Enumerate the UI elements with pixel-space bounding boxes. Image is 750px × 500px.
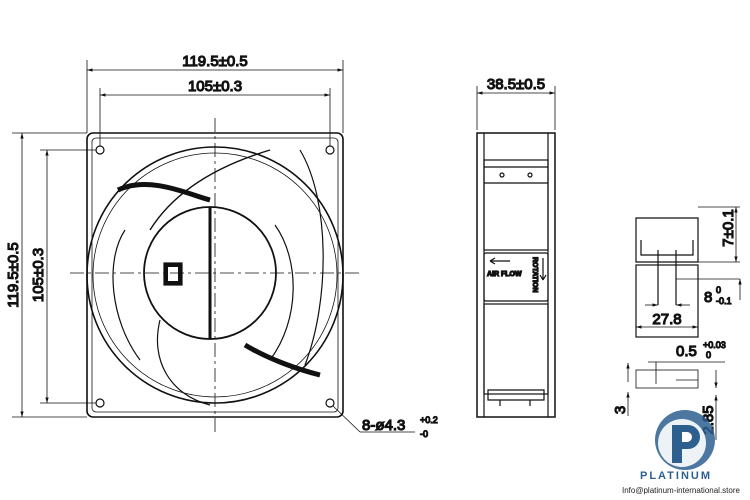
mounting-holes-tol-lower: -0 [420, 429, 428, 439]
thickness-dim: 0.5 [676, 343, 697, 360]
terminal-height-dim: 7±0.1 [720, 209, 737, 246]
platinum-logo [655, 410, 715, 470]
depth-dim: 38.5±0.5 [487, 76, 545, 93]
hole-pitch-height-dim: 105±0.3 [30, 248, 47, 302]
air-flow-label: AIR FLOW [487, 271, 522, 278]
overall-height-dim: 119.5±0.5 [5, 242, 22, 308]
rotation-label: ROTATION [531, 257, 538, 293]
thickness-tol-upper: +0.03 [703, 340, 726, 350]
brand-name: PLATINUM [640, 470, 713, 482]
side-view [476, 86, 556, 418]
terminal-detail [626, 206, 742, 440]
pin-length-tol-lower: -0.1 [716, 296, 732, 306]
contact-email: Info@platinum-international.store [622, 486, 740, 495]
mounting-holes-tol-upper: +0.2 [420, 415, 438, 425]
terminal-width-dim: 27.8 [652, 311, 681, 328]
mounting-holes-dim: 8-ø4.3 [362, 417, 405, 434]
thickness-tol-lower: 0 [706, 350, 711, 360]
tab-height-dim: 3 [612, 406, 629, 414]
front-view [12, 60, 415, 433]
pin-length-tol-upper: 0 [716, 285, 721, 295]
overall-width-dim: 119.5±0.5 [182, 53, 248, 70]
pin-length-dim: 8 [704, 289, 712, 306]
hole-pitch-width-dim: 105±0.3 [188, 78, 242, 95]
